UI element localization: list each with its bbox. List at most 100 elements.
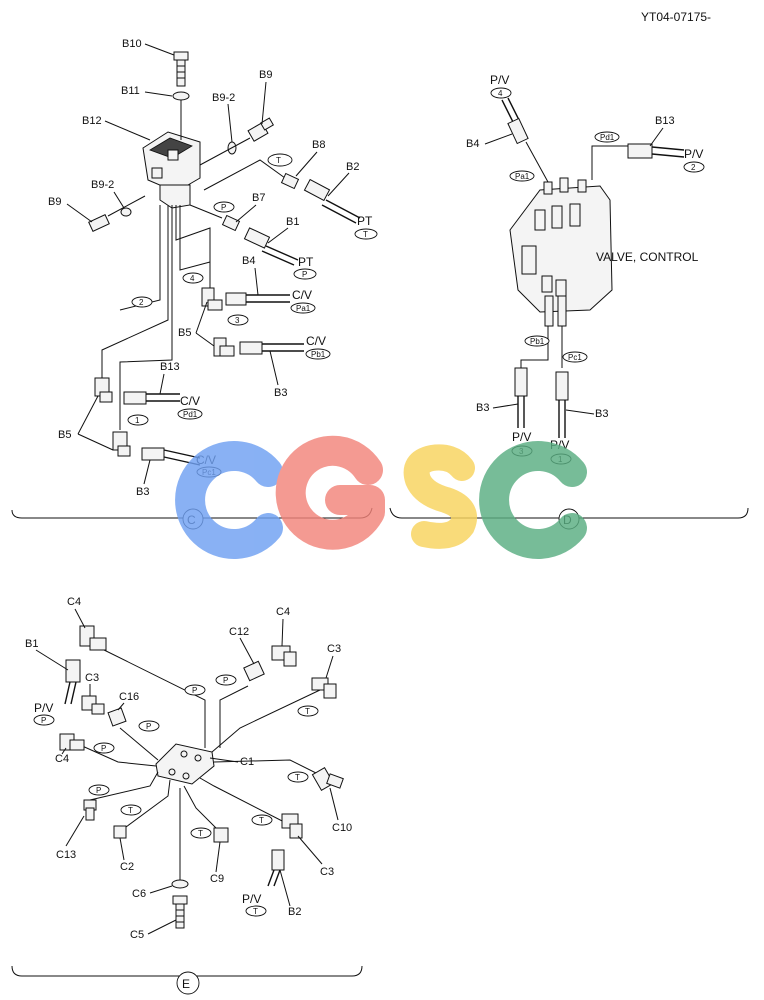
hose-b1 <box>243 227 299 266</box>
elbow-c4-left <box>59 733 85 751</box>
label-b13-c: B13 <box>160 361 180 373</box>
section-c: B10 B11 B12 B9-2 B9 T <box>11 38 378 530</box>
code-p-1: P <box>221 203 226 212</box>
label-b3-middle: B3 <box>274 387 287 399</box>
watermark-letter-g-red <box>275 435 385 550</box>
fitting-c13 <box>83 799 97 821</box>
label-b3-d-left: B3 <box>476 402 489 414</box>
elbow-c3-right <box>311 677 337 699</box>
label-b2: B2 <box>346 161 359 173</box>
label-b1-e: B1 <box>25 638 38 650</box>
elbow-c4-top-right <box>271 645 297 667</box>
line-num-2: 2 <box>139 298 144 307</box>
fitting-b9-top <box>247 117 275 142</box>
fitting-b3-d-right <box>555 371 569 401</box>
hose-b4 <box>225 292 290 306</box>
label-b5-lower: B5 <box>58 429 71 441</box>
code-e-p-5: P <box>96 786 101 795</box>
label-c9: C9 <box>210 873 224 885</box>
fitting-c12 <box>243 660 265 682</box>
elbow-b5-lower-2 <box>112 431 131 457</box>
code-e-t-4: T <box>198 829 203 838</box>
port-pv-e-left: P/V <box>34 701 53 715</box>
code-e-p-1: P <box>192 686 197 695</box>
fitting-c10 <box>311 767 344 791</box>
label-b4-d: B4 <box>466 138 479 150</box>
code-pb1-d: Pb1 <box>530 337 545 346</box>
line-num-d-2: 2 <box>691 163 696 172</box>
fitting-b2-e <box>267 849 285 887</box>
bolt-c5 <box>172 895 188 929</box>
label-b9-2-lower: B9-2 <box>91 179 114 191</box>
label-c3-left: C3 <box>85 672 99 684</box>
label-c10: C10 <box>332 822 352 834</box>
fitting-b4-d <box>507 117 529 145</box>
hose-b3-middle <box>239 341 304 355</box>
code-pd1-d: Pd1 <box>600 133 615 142</box>
code-e-t-3: T <box>128 806 133 815</box>
code-pa1: Pa1 <box>296 304 311 313</box>
line-num-4: 4 <box>190 274 195 283</box>
code-pd1: Pd1 <box>183 410 198 419</box>
component-label: VALVE, CONTROL <box>596 250 699 264</box>
label-c13: C13 <box>56 849 76 861</box>
code-e-t-1: T <box>305 707 310 716</box>
code-e-t-6: T <box>253 907 258 916</box>
hose-b13-c <box>123 391 180 405</box>
fitting-c9 <box>213 827 229 843</box>
label-b12: B12 <box>82 115 102 127</box>
washer-c6 <box>171 879 189 889</box>
fitting-c2 <box>113 825 127 839</box>
document-id: YT04-07175- <box>641 10 711 24</box>
port-pv-d-top: P/V <box>490 73 509 87</box>
fitting-b1-e <box>64 659 81 705</box>
label-c12: C12 <box>229 626 249 638</box>
label-b7: B7 <box>252 192 265 204</box>
cgsc-watermark <box>175 435 587 559</box>
label-c16: C16 <box>119 691 139 703</box>
fitting-b3-d-left <box>514 367 528 397</box>
port-cv-3: C/V <box>180 394 200 408</box>
elbow-c4-top-left <box>79 625 107 651</box>
code-pc1-d: Pc1 <box>568 353 582 362</box>
washer-b11 <box>172 91 190 101</box>
label-c3-right: C3 <box>327 643 341 655</box>
label-c3-lower-right: C3 <box>320 866 334 878</box>
code-e-p-6: P <box>41 716 46 725</box>
manifold-c1 <box>155 743 215 785</box>
fitting-b13-d <box>627 143 653 159</box>
label-b8: B8 <box>312 139 325 151</box>
elbow-b5-lower-1 <box>94 377 113 403</box>
code-e-p-4: P <box>101 744 106 753</box>
watermark-letter-c-blue <box>175 441 283 559</box>
section-e: C1 P P P P P T T T T T T P C4 <box>11 596 363 995</box>
label-b10: B10 <box>122 38 142 50</box>
label-b4: B4 <box>242 255 255 267</box>
elbow-c3-left <box>81 695 105 715</box>
code-e-p-2: P <box>223 676 228 685</box>
fitting-b7 <box>221 214 241 232</box>
line-num-d-4: 4 <box>498 89 503 98</box>
code-p-2: P <box>302 270 307 279</box>
port-cv-2: C/V <box>306 334 326 348</box>
code-t-1: T <box>276 156 281 165</box>
label-b9-top: B9 <box>259 69 272 81</box>
port-pv-d-3: P/V <box>512 430 531 444</box>
label-b11: B11 <box>121 85 140 97</box>
code-e-t-5: T <box>259 816 264 825</box>
label-c4-top-right: C4 <box>276 606 290 618</box>
oring-b9-2-lower <box>120 207 132 217</box>
label-c6: C6 <box>132 888 146 900</box>
watermark-letter-s-yellow <box>403 444 477 549</box>
label-b3-bottom: B3 <box>136 486 149 498</box>
code-e-p-3: P <box>146 722 151 731</box>
label-c1: C1 <box>240 756 254 768</box>
label-b3-d-right: B3 <box>595 408 608 420</box>
code-t-2: T <box>363 230 368 239</box>
code-pb1: Pb1 <box>311 350 326 359</box>
marker-e-label: E <box>182 977 190 991</box>
label-c4-left: C4 <box>55 753 69 765</box>
port-pt-1: PT <box>357 214 373 228</box>
line-num-1: 1 <box>135 416 140 425</box>
line-num-3: 3 <box>235 316 240 325</box>
